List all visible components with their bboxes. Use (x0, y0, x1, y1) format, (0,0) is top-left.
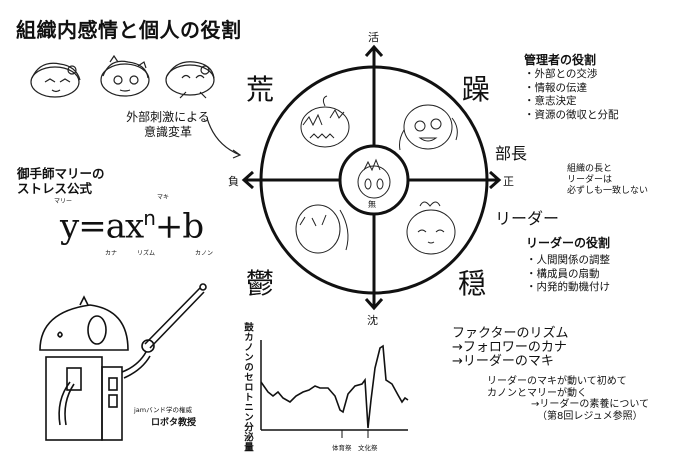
formula-heading: 御手師マリーの ストレス公式 (17, 166, 105, 196)
quadrant-chibi-heads-icon (295, 95, 458, 255)
axis-label-right: 正 (503, 175, 514, 188)
leader-roles-list: 人間関係の調整 構成員の扇動 内発的動機付け (526, 254, 611, 295)
robot-subtitle: jamバンド学の権威 (134, 406, 192, 414)
note-line: 必ずしも一致しない (567, 186, 649, 196)
curved-arrow-icon (206, 117, 242, 159)
formula-eq: = (78, 206, 106, 247)
formula-y: y (60, 206, 79, 247)
leader-roles-box: リーダーの役割 人間関係の調整 構成員の扇動 内発的動機付け (526, 236, 610, 295)
manager-roles-list: 外部との交渉 情報の伝達 意志決定 資源の徴収と分配 (524, 68, 619, 122)
formula-a: a (105, 206, 126, 247)
chibi-face-group-icon (30, 54, 215, 99)
page-title: 組織内感情と個人の役割 (16, 18, 242, 42)
annotation-a: カナ (105, 250, 118, 257)
stress-formula: y=axn+b (60, 206, 204, 247)
note-line: リーダーは (567, 175, 613, 185)
annotation-n: マキ (157, 194, 170, 201)
summary-sub-line: カノンとマリーが動く (487, 387, 587, 399)
summary-line: ファクターのリズム (452, 326, 569, 341)
summary-main: ファクターのリズム →フォロワーのカナ →リーダーのマキ (452, 327, 568, 369)
caption-line: 外部刺激による (126, 110, 210, 124)
quadrant-label-bottom-right: 穏 (458, 267, 487, 300)
annotation-y: マリー (54, 198, 73, 205)
list-item: 外部との交渉 (524, 68, 619, 82)
list-item: 意志決定 (524, 95, 619, 109)
chart-x-tick-sports-festival: 体育祭 (332, 444, 352, 452)
formula-plus: + (154, 206, 183, 247)
list-item: 情報の伝達 (524, 82, 619, 96)
annotation-b: カノン (195, 250, 214, 257)
annotation-x: リズム (137, 250, 156, 257)
serotonin-line-chart (260, 340, 409, 438)
stimulus-caption: 外部刺激による 意識変革 (98, 110, 238, 140)
axis-label-bottom: 沈 (367, 314, 378, 327)
summary-sub-line: （第8回レジュメ参照） (537, 410, 643, 422)
summary-sub: リーダーのマキが動いて初めて カノンとマリーが動く →リーダーの素養について （… (487, 376, 649, 422)
summary-line: →フォロワーのカナ (452, 340, 567, 355)
chart-x-tick-culture-festival: 文化祭 (358, 444, 378, 452)
axis-label-left: 負 (228, 175, 239, 188)
formula-heading-line: 御手師マリーの (17, 166, 105, 181)
robot-name: ロボタ教授 (151, 418, 197, 428)
formula-heading-line: ストレス公式 (17, 181, 93, 196)
formula-n: n (143, 206, 156, 230)
quadrant-label-bottom-left: 鬱 (246, 267, 275, 300)
formula-x: x (125, 206, 144, 247)
axis-label-top: 活 (368, 31, 379, 44)
leader-label: リーダー (495, 209, 560, 228)
quadrant-label-top-right: 躁 (462, 73, 491, 106)
chart-y-axis-label: 鼓カノンのセロトニン分泌量 (242, 322, 253, 452)
list-item: 構成員の扇動 (526, 268, 610, 282)
list-item: 内発的動機付け (526, 281, 611, 295)
manager-roles-box: 管理者の役割 外部との交渉 情報の伝達 意志決定 資源の徴収と分配 (524, 53, 619, 122)
summary-sub-line: リーダーのマキが動いて初めて (487, 376, 627, 387)
leader-roles-heading: リーダーの役割 (526, 236, 611, 250)
emotion-quadrant-diagram (241, 44, 502, 311)
list-item: 人間関係の調整 (526, 254, 611, 268)
caption-line: 意識変革 (143, 125, 192, 139)
manager-roles-heading: 管理者の役割 (524, 53, 597, 67)
robot-professor-icon (39, 283, 207, 441)
note-line: 組織の長と (567, 164, 613, 174)
formula-b: b (182, 206, 204, 247)
quadrant-label-top-left: 荒 (246, 73, 275, 106)
manager-label: 部長 (495, 144, 528, 163)
summary-sub-line: →リーダーの素養について (531, 399, 650, 410)
leadership-note: 組織の長と リーダーは 必ずしも一致しない (567, 164, 648, 197)
summary-line: →リーダーのマキ (452, 354, 554, 369)
list-item: 資源の徴収と分配 (524, 109, 619, 123)
center-label: 無 (368, 200, 376, 209)
